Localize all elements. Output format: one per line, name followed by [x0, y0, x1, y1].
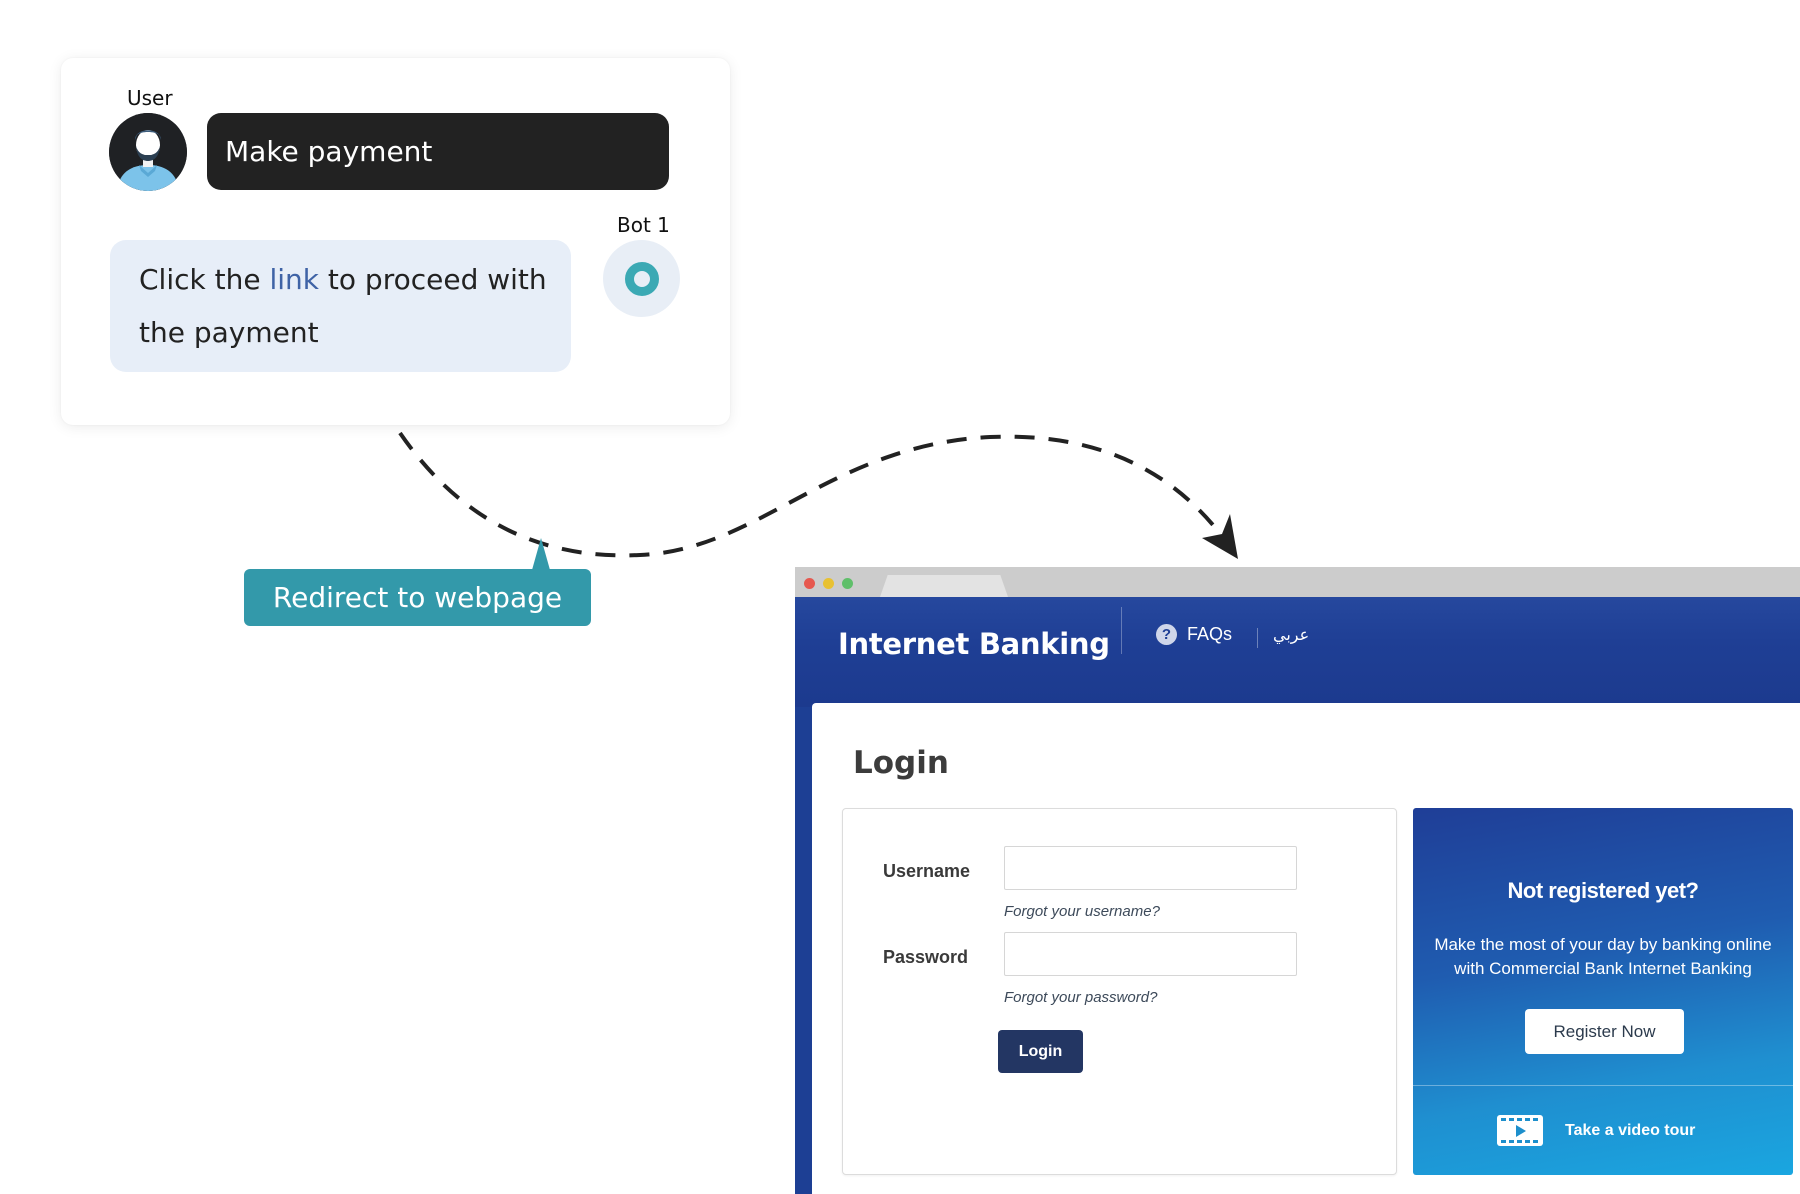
maximize-window-icon[interactable] [842, 578, 853, 589]
language-switch-link[interactable]: عربي [1273, 625, 1310, 644]
password-input[interactable] [1004, 932, 1297, 976]
header-divider [1121, 607, 1122, 654]
bot-ring-icon [624, 261, 659, 296]
login-page: Login Username Forgot your username? Pas… [812, 703, 1800, 1194]
browser-tab[interactable] [880, 575, 1008, 597]
user-message-text: Make payment [225, 135, 433, 168]
forgot-password-link[interactable]: Forgot your password? [1004, 989, 1158, 1006]
register-now-button[interactable]: Register Now [1525, 1009, 1684, 1054]
username-input[interactable] [1004, 846, 1297, 890]
browser-window: Internet Banking ? FAQs عربي Login Usern… [795, 567, 1800, 1194]
promo-text: Make the most of your day by banking onl… [1413, 933, 1793, 981]
password-label: Password [883, 947, 969, 967]
language-divider [1257, 628, 1258, 648]
bot-message-bubble: Click the link to proceed with the payme… [110, 240, 571, 372]
login-button[interactable]: Login [998, 1030, 1083, 1073]
bot-message-text-rest: to proceed with the payment [139, 263, 547, 349]
login-form: Username Forgot your username? Password … [842, 808, 1397, 1175]
redirect-tag-pointer [532, 538, 550, 570]
video-tour-link[interactable]: Take a video tour [1497, 1115, 1695, 1146]
video-tour-label: Take a video tour [1565, 1121, 1696, 1139]
video-play-icon [1497, 1115, 1543, 1146]
faq-link[interactable]: ? FAQs [1156, 624, 1232, 645]
bot-label: Bot 1 [617, 213, 670, 237]
promo-divider [1413, 1085, 1793, 1086]
redirect-label: Redirect to webpage [244, 569, 591, 626]
site-header: Internet Banking ? FAQs عربي [795, 597, 1800, 707]
user-message-bubble: Make payment [207, 113, 669, 190]
brand-logo[interactable]: Internet Banking [838, 627, 1110, 661]
minimize-window-icon[interactable] [823, 578, 834, 589]
promo-text-line1: Make the most of your day by banking onl… [1434, 935, 1772, 954]
payment-link[interactable]: link [269, 263, 320, 296]
page-title: Login [853, 745, 949, 781]
bot-message-text: Click the [139, 263, 270, 296]
user-avatar-icon [109, 113, 187, 191]
browser-titlebar [795, 567, 1800, 597]
redirect-label-text: Redirect to webpage [272, 581, 563, 614]
registration-promo: Not registered yet? Make the most of you… [1413, 808, 1793, 1175]
close-window-icon[interactable] [804, 578, 815, 589]
user-label: User [127, 86, 173, 110]
promo-text-line2: with Commercial Bank Internet Banking [1454, 959, 1752, 978]
forgot-username-link[interactable]: Forgot your username? [1004, 903, 1160, 920]
username-label: Username [883, 861, 971, 881]
help-icon: ? [1156, 624, 1177, 645]
bot-avatar [603, 240, 680, 317]
faq-label: FAQs [1187, 624, 1233, 644]
promo-title: Not registered yet? [1507, 878, 1700, 903]
